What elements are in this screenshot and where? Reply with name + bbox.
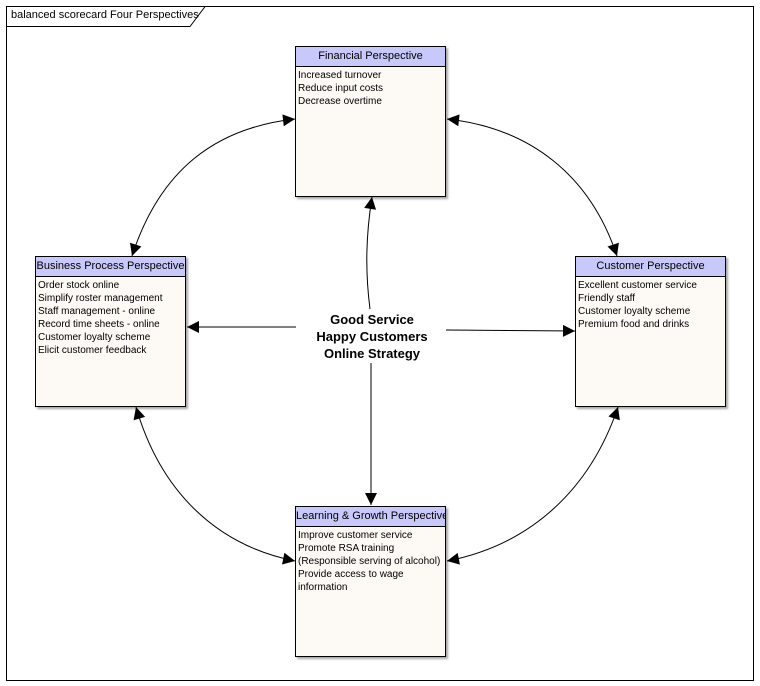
business-process-perspective-items: Order stock online Simplify roster manag… <box>36 277 185 357</box>
connector-center-customer <box>445 324 576 337</box>
learning-growth-item: Improve customer service <box>298 530 413 541</box>
connector-learning-business <box>133 406 296 565</box>
business-process-item: Customer loyalty scheme <box>38 332 151 343</box>
financial-item: Increased turnover <box>298 70 382 81</box>
connector-center-financial <box>364 196 377 310</box>
business-process-item: Elicit customer feedback <box>38 345 147 356</box>
business-process-perspective-title: Business Process Perspective <box>36 257 185 277</box>
business-process-item: Simplify roster management <box>38 293 163 304</box>
learning-growth-item: (Responsible serving of alcohol) <box>298 556 441 567</box>
center-line: Happy Customers <box>316 329 428 344</box>
learning-growth-perspective-title: Learning & Growth Perspective <box>296 507 445 527</box>
business-process-item: Staff management - online <box>38 306 156 317</box>
customer-item: Premium food and drinks <box>578 319 690 330</box>
connector-customer-learning <box>446 406 620 565</box>
central-strategy-label[interactable]: Good Service Happy Customers Online Stra… <box>298 311 446 362</box>
customer-item: Excellent customer service <box>578 280 697 291</box>
diagram-frame <box>6 6 754 681</box>
financial-item: Reduce input costs <box>298 83 384 94</box>
learning-growth-item: Promote RSA training <box>298 543 395 554</box>
connector-business-financial <box>130 114 296 257</box>
financial-item: Decrease overtime <box>298 96 382 107</box>
learning-growth-perspective-box[interactable]: Learning & Growth Perspective Improve cu… <box>295 506 446 657</box>
center-line: Online Strategy <box>323 346 421 361</box>
center-line: Good Service <box>330 312 414 327</box>
business-process-item: Record time sheets - online <box>38 319 160 330</box>
title-tab-outline <box>6 6 206 27</box>
financial-perspective-title: Financial Perspective <box>296 47 445 67</box>
financial-perspective-items: Increased turnover Reduce input costs De… <box>296 67 445 108</box>
financial-perspective-box[interactable]: Financial Perspective Increased turnover… <box>295 46 446 197</box>
diagram-title: balanced scorecard Four Perspectives <box>11 9 199 21</box>
learning-growth-perspective-items: Improve customer service Promote RSA tra… <box>296 527 445 594</box>
business-process-perspective-box[interactable]: Business Process Perspective Order stock… <box>35 256 186 407</box>
customer-item: Friendly staff <box>578 293 636 304</box>
customer-perspective-box[interactable]: Customer Perspective Excellent customer … <box>575 256 726 407</box>
customer-perspective-title: Customer Perspective <box>576 257 725 277</box>
customer-perspective-items: Excellent customer service Friendly staf… <box>576 277 725 331</box>
connector-financial-customer <box>446 114 619 257</box>
business-process-item: Order stock online <box>38 280 120 291</box>
learning-growth-item: Provide access to wage information <box>298 569 404 593</box>
customer-item: Customer loyalty scheme <box>578 306 691 317</box>
